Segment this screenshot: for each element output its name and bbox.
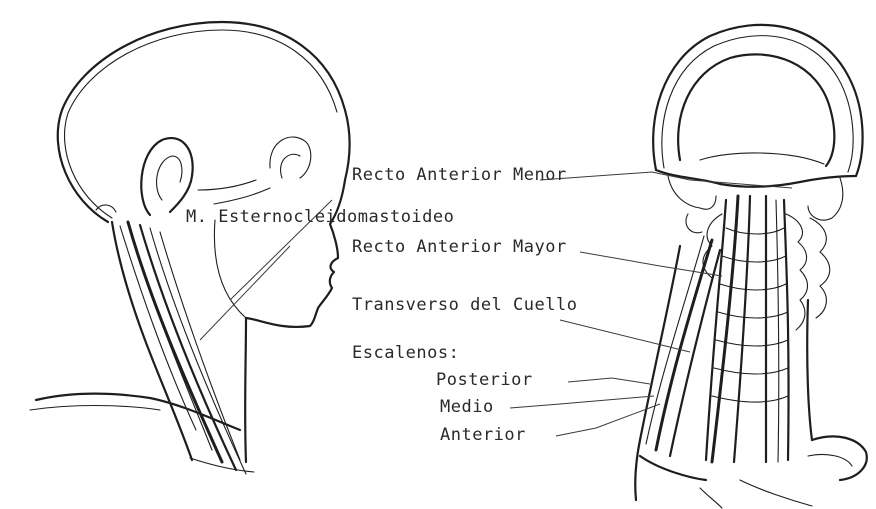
skull-front-view	[635, 25, 867, 508]
head-side-view	[30, 22, 350, 474]
label-recto-anterior-menor: Recto Anterior Menor	[352, 165, 567, 185]
label-esternocleidomastoideo: M. Esternocleidomastoideo	[186, 207, 454, 227]
label-escaleno-anterior: Anterior	[440, 425, 526, 445]
label-recto-anterior-mayor: Recto Anterior Mayor	[352, 237, 567, 257]
label-escaleno-medio: Medio	[440, 397, 494, 417]
label-transverso-del-cuello: Transverso del Cuello	[352, 295, 577, 315]
label-escalenos: Escalenos:	[352, 343, 459, 363]
label-escaleno-posterior: Posterior	[436, 370, 533, 390]
